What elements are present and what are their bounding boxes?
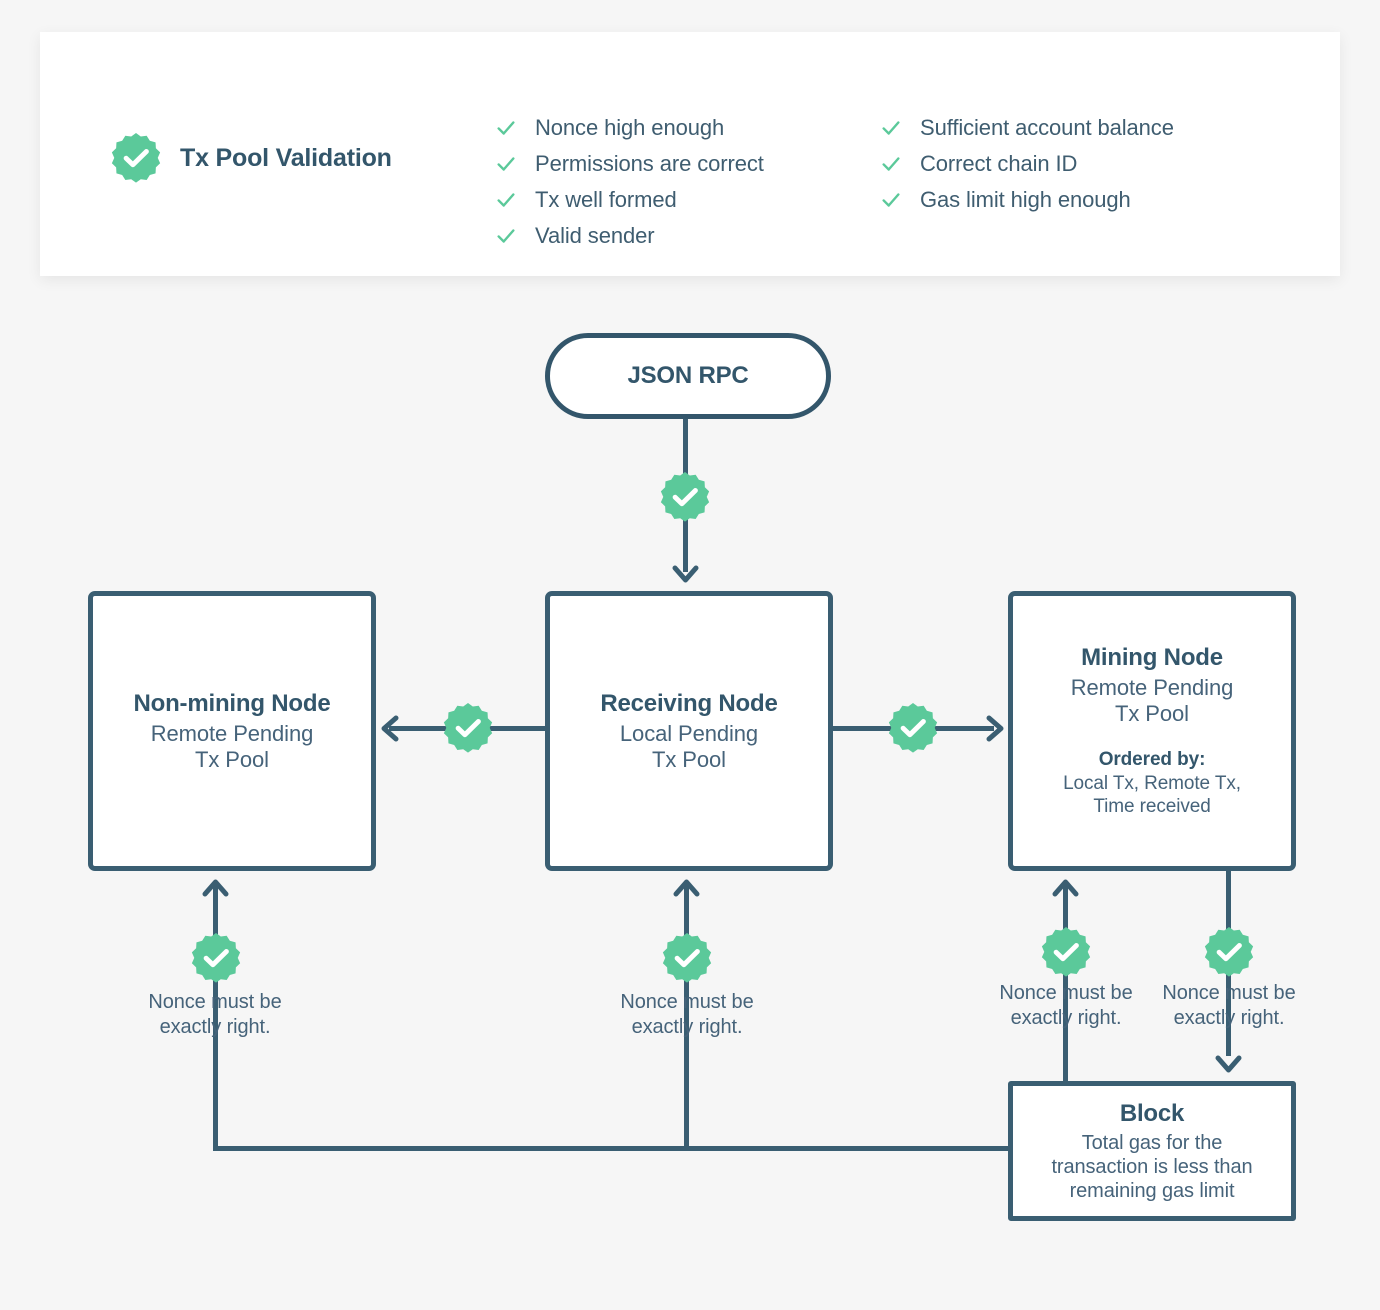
mining-node-subtitle-line1: Remote Pending — [1070, 674, 1234, 700]
caption-nonce-receiving: Nonce must be exactly right. — [620, 991, 754, 1038]
caption-nonce-mining: Nonce must be exactly right. — [999, 982, 1133, 1029]
checkmark-icon — [880, 153, 902, 175]
arrowhead-up-bus-to-receiving — [671, 874, 703, 906]
checklist-item-label: Permissions are correct — [535, 151, 764, 176]
json-rpc-label: JSON RPC — [627, 362, 749, 389]
checklist-item-label: Valid sender — [535, 223, 655, 248]
non-mining-node-title: Non-mining Node — [133, 689, 331, 717]
validation-checklist-column-2: Sufficient account balance Correct chain… — [880, 110, 1300, 254]
check-badge-icon — [110, 132, 162, 184]
checklist-item-label: Correct chain ID — [920, 151, 1078, 176]
validation-checklist-column-1: Nonce high enough Permissions are correc… — [495, 110, 880, 254]
non-mining-node-subtitle-line2: Tx Pool — [195, 746, 269, 772]
checklist-item-label: Nonce high enough — [535, 115, 725, 140]
checkmark-icon — [495, 117, 517, 139]
receiving-node-subtitle-line1: Local Pending — [619, 720, 759, 746]
checklist-item: Tx well formed — [495, 182, 880, 218]
checklist-item: Gas limit high enough — [880, 182, 1300, 218]
block-node-subtitle-line3: remaining gas limit — [1069, 1179, 1235, 1202]
checkmark-icon — [495, 225, 517, 247]
block-node-subtitle-line2: transaction is less than — [1051, 1155, 1253, 1178]
mining-node-ordered-by-label: Ordered by: — [1098, 748, 1206, 770]
arrowhead-left-receiving-to-non-mining — [376, 713, 408, 745]
connector-bus-to-non-mining — [213, 885, 218, 1150]
checklist-item: Correct chain ID — [880, 146, 1300, 182]
receiving-node-subtitle-line2: Tx Pool — [652, 746, 726, 772]
connector-bus-to-receiving — [684, 885, 689, 1150]
arrowhead-down-entry-to-receiving — [670, 556, 702, 588]
mining-node-subtitle-line2: Tx Pool — [1115, 700, 1189, 726]
mining-node-title: Mining Node — [1081, 643, 1223, 671]
arrowhead-up-bus-to-non-mining — [200, 874, 232, 906]
mining-node-ordered-by-line2: Time received — [1093, 795, 1211, 817]
checklist-item: Sufficient account balance — [880, 110, 1300, 146]
checkmark-icon — [880, 189, 902, 211]
caption-nonce-block: Nonce must be exactly right. — [1162, 982, 1296, 1029]
receiving-node-box[interactable]: Receiving Node Local Pending Tx Pool — [545, 591, 833, 871]
validation-checklist: Nonce high enough Permissions are correc… — [495, 110, 1300, 254]
check-badge-icon — [1040, 926, 1092, 978]
arrowhead-down-mining-to-block — [1213, 1046, 1245, 1078]
checklist-item-label: Tx well formed — [535, 187, 677, 212]
non-mining-node-subtitle-line1: Remote Pending — [150, 720, 314, 746]
checkmark-icon — [495, 153, 517, 175]
arrowhead-up-bus-to-mining — [1050, 874, 1082, 906]
connector-block-feedback-bus — [213, 1146, 1013, 1151]
caption-nonce-non-mining: Nonce must be exactly right. — [148, 991, 282, 1038]
tx-pool-validation-card: Tx Pool Validation Nonce high enough Per… — [40, 32, 1340, 276]
arrowhead-right-receiving-to-mining — [978, 713, 1010, 745]
receiving-node-title: Receiving Node — [600, 689, 778, 717]
check-badge-icon — [887, 702, 939, 754]
checklist-item-label: Gas limit high enough — [920, 187, 1131, 212]
block-node-subtitle-line1: Total gas for the — [1081, 1131, 1223, 1154]
block-node-box[interactable]: Block Total gas for the transaction is l… — [1008, 1081, 1296, 1221]
non-mining-node-box[interactable]: Non-mining Node Remote Pending Tx Pool — [88, 591, 376, 871]
checklist-item: Valid sender — [495, 218, 880, 254]
check-badge-icon — [190, 932, 242, 984]
validation-card-header: Tx Pool Validation — [110, 132, 392, 184]
connector-bus-to-mining — [1063, 885, 1068, 1150]
checkmark-icon — [495, 189, 517, 211]
block-node-title: Block — [1119, 1099, 1185, 1127]
check-badge-icon — [1203, 926, 1255, 978]
checklist-item-label: Sufficient account balance — [920, 115, 1174, 140]
check-badge-icon — [442, 702, 494, 754]
checklist-item: Permissions are correct — [495, 146, 880, 182]
check-badge-icon — [659, 471, 711, 523]
checklist-item: Nonce high enough — [495, 110, 880, 146]
validation-card-title: Tx Pool Validation — [180, 143, 392, 172]
checkmark-icon — [880, 117, 902, 139]
mining-node-box[interactable]: Mining Node Remote Pending Tx Pool Order… — [1008, 591, 1296, 871]
json-rpc-node[interactable]: JSON RPC — [545, 333, 831, 419]
check-badge-icon — [661, 932, 713, 984]
mining-node-ordered-by-line1: Local Tx, Remote Tx, — [1063, 772, 1241, 794]
